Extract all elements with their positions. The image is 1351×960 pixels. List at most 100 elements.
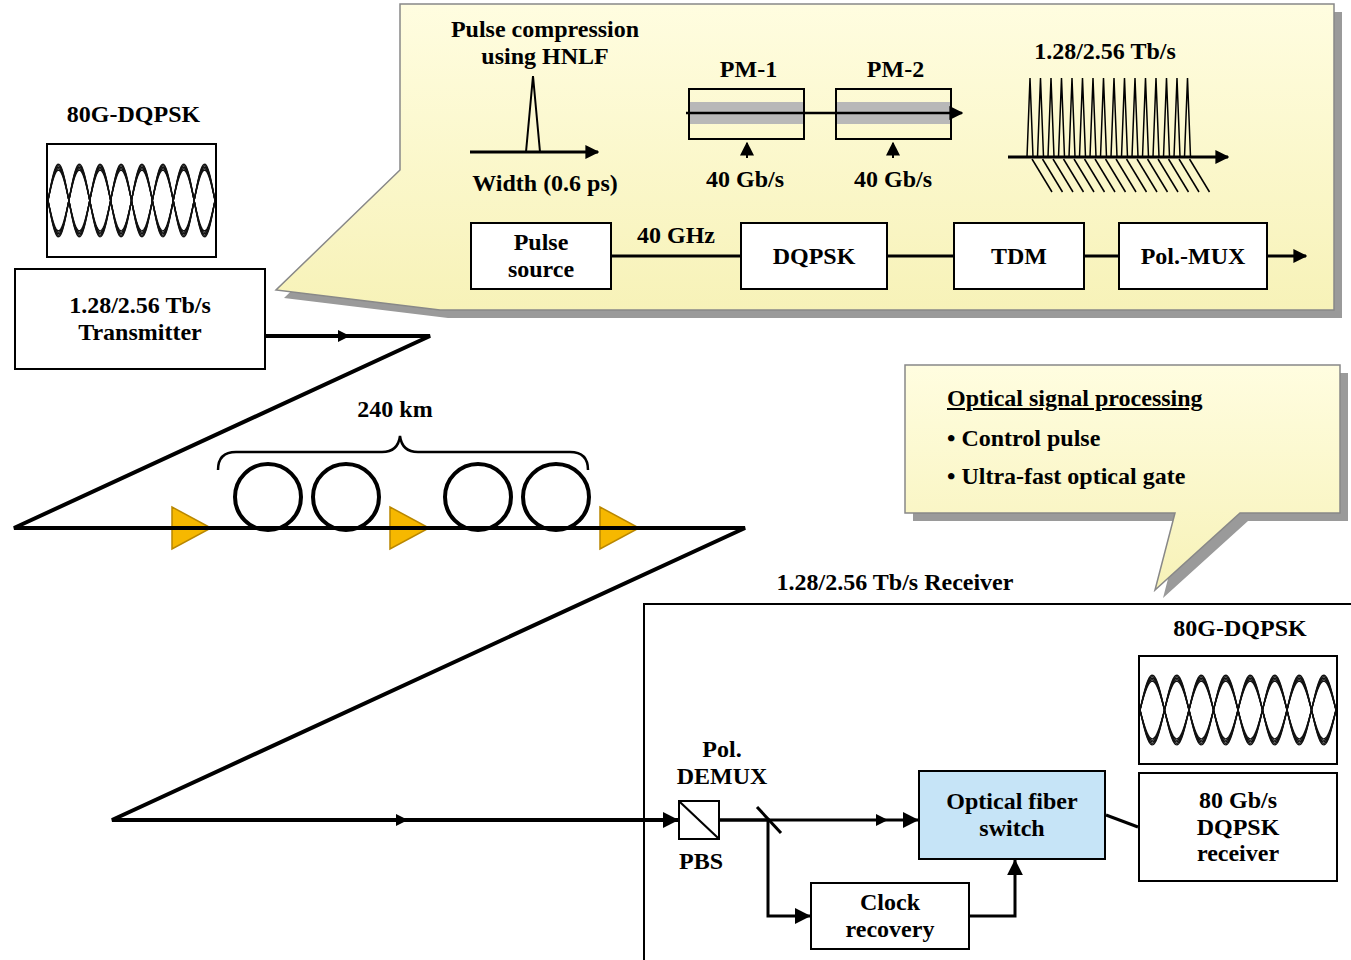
node-label: 80 Gb/s DQPSK receiver [1178,787,1298,868]
signal-line [888,255,953,258]
output-arrow [1268,255,1306,258]
process-box: DQPSK [740,222,888,290]
signal-line [970,860,1015,916]
pulse [1122,78,1128,157]
pulse [1101,78,1107,157]
node-label: TDM [991,243,1047,270]
eye-pattern [48,145,215,256]
pulse [1038,78,1044,157]
beam-splitter: Pol. DEMUXPBS [678,800,720,840]
pulse-tail [1116,159,1136,192]
node-label: DQPSK [773,243,856,270]
drive-arrow [746,143,748,158]
eye-diagram-box: 80G-DQPSK [1138,655,1338,765]
eye-diagram-box: 80G-DQPSK [46,143,217,258]
pulse-tail [1106,159,1126,192]
node-label: Pulse compression using HNLF [425,16,665,70]
process-box: TDM [953,222,1085,290]
splitter-line [680,802,718,838]
time-axis [470,151,598,154]
pulse-tail [1064,159,1084,192]
fiber-link [14,336,745,820]
pulse-tail [1148,159,1168,192]
pulse [1069,78,1075,157]
signal-line [720,820,810,916]
node-text: Width (0.6 ps) [445,170,645,197]
pulse [1111,78,1117,157]
node-label: 80G-DQPSK [1140,615,1340,642]
pulse-tail [1085,159,1105,192]
node-label: Optical fiber switch [932,788,1092,842]
signal-line [1106,815,1138,827]
node-label: Pol. DEMUX [671,736,773,790]
pulse-train [1027,78,1210,192]
pulse-tail [1053,159,1073,192]
light-path [686,112,962,115]
eye-trace [1140,675,1336,745]
process-box: Clock recovery [810,882,970,950]
pulse [1059,78,1065,157]
pulse [1153,78,1159,157]
node-label: 1.28/2.56 Tb/s Transmitter [35,292,245,346]
fiber-spool [523,464,589,530]
receiver-box: 80 Gb/s DQPSK receiver [1138,772,1338,882]
node-label: Pol.-MUX [1141,243,1246,270]
splitter-diagonal [680,802,718,838]
node-label: 80G-DQPSK [28,101,239,128]
modulator-box: PM-1 [688,88,805,140]
node-label: PM-2 [837,56,954,83]
eye-pattern [1140,657,1336,763]
pulse [1174,78,1180,157]
fiber-spool [235,464,301,530]
pulse-tail [1169,159,1189,192]
pulse [1080,78,1086,157]
pulse-tail [1137,159,1157,192]
node-text: • Control pulse [947,425,1332,452]
pulse-tail [1127,159,1147,192]
pulse-tail [1032,159,1052,192]
pulse [1048,78,1054,157]
pulse [1132,78,1138,157]
pulse [1027,78,1033,157]
dimension-label: 240 km [330,396,460,423]
node-label: Clock recovery [835,889,945,943]
signal-line [1085,255,1118,258]
compressed-pulse [526,76,540,152]
fiber-spool [313,464,379,530]
pulse-tail [1179,159,1199,192]
pulse-tail [1158,159,1178,192]
edge-label: 40 GHz [616,222,736,249]
pulse-tail [1043,159,1063,192]
pulse-tail [1074,159,1094,192]
pulse [1090,78,1096,157]
callout-balloon [276,4,1334,310]
signal-line [612,255,740,258]
time-axis [1008,156,1228,159]
receiver-frame: 1.28/2.56 Tb/s Receiver80G-DQPSKPol. DEM… [643,603,1351,960]
node-label: Pulse source [496,229,586,283]
switch-box: Optical fiber switch [918,770,1106,860]
node-text: 1.28/2.56 Tb/s [1020,38,1190,65]
modulator-box: PM-2 [835,88,952,140]
eye-trace [48,164,215,237]
pulse [1164,78,1170,157]
pulse-tail [1095,159,1115,192]
process-box: Pulse source [470,222,612,290]
drive-arrow [892,143,894,158]
span-brace [218,436,588,470]
pulse [1143,78,1149,157]
node-label: PM-1 [690,56,807,83]
eye-trace [48,164,215,237]
callout-balloon [905,365,1340,590]
process-box: Pol.-MUX [1118,222,1268,290]
eye-trace [1140,675,1336,745]
pulse-tail [1190,159,1210,192]
transmitter-box: 1.28/2.56 Tb/s Transmitter [14,268,266,370]
pulse [1185,78,1191,157]
node-label: Optical signal processing [947,385,1332,412]
node-text: PBS [660,848,742,875]
callout-panel: Optical signal processing • Control pulse… [905,365,1340,513]
node-text: • Ultra-fast optical gate [947,463,1332,490]
fiber-spool [445,464,511,530]
